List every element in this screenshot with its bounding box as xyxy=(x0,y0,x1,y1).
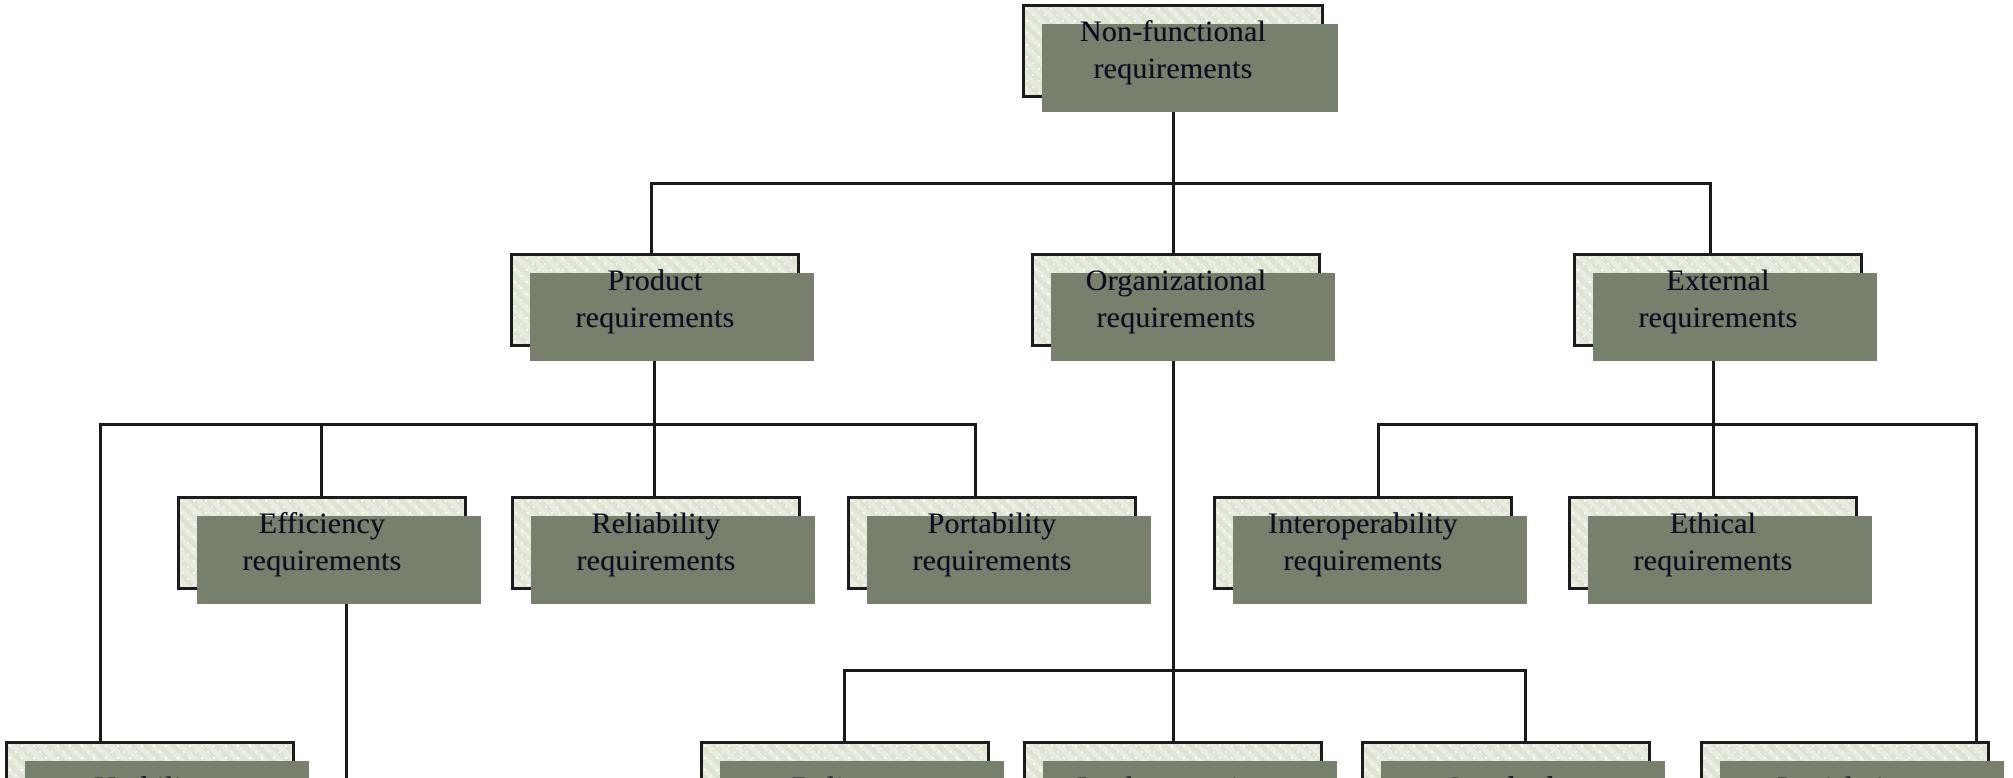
node-label-line-1: Portability xyxy=(927,507,1057,541)
connector-external-bus xyxy=(1377,423,1978,426)
connector-external-stem xyxy=(1712,347,1715,426)
node-label-line-2: requirements xyxy=(576,544,736,577)
connector-product-stem xyxy=(653,347,656,426)
node-standards-requirements[interactable]: Standards xyxy=(1361,741,1665,778)
connector-to-standards xyxy=(1524,669,1527,743)
connector-to-interoperability xyxy=(1377,423,1380,498)
node-shadow xyxy=(531,516,815,604)
node-label-line-1: Implementation xyxy=(1077,770,1270,778)
node-implementation-requirements[interactable]: Implementation xyxy=(1023,741,1337,778)
connector-level1-bus xyxy=(650,182,1712,185)
node-shadow xyxy=(867,516,1151,604)
node-label-line-1: Delivery xyxy=(792,770,899,778)
connector-product-bus xyxy=(99,423,977,426)
node-efficiency-requirements[interactable]: Efficiency requirements xyxy=(177,496,481,604)
node-label-line-1: Ethical xyxy=(1669,507,1757,541)
node-shadow xyxy=(1720,761,2004,778)
node-usability-requirements[interactable]: Usability xyxy=(5,741,309,778)
node-shadow xyxy=(1233,516,1527,604)
node-label-line-2: requirements xyxy=(912,544,1072,577)
connector-to-legislative xyxy=(1975,423,1978,743)
node-label-line-1: Interoperability xyxy=(1268,507,1458,541)
node-label-line-2: requirements xyxy=(1283,544,1443,577)
connector-to-product xyxy=(650,182,653,255)
node-shadow xyxy=(1593,273,1877,361)
node-shadow xyxy=(1043,761,1337,778)
node-shadow xyxy=(25,761,309,778)
node-portability-requirements[interactable]: Portability requirements xyxy=(847,496,1151,604)
connector-to-delivery xyxy=(843,669,846,743)
connector-organizational-stem xyxy=(1172,347,1175,743)
node-shadow xyxy=(1381,761,1665,778)
node-shadow xyxy=(1051,273,1335,361)
node-shadow xyxy=(197,516,481,604)
node-ethical-requirements[interactable]: Ethical requirements xyxy=(1568,496,1872,604)
node-legislative-requirements[interactable]: Legislative xyxy=(1700,741,2004,778)
connector-to-portability xyxy=(974,423,977,498)
node-label-line-1: Legislative xyxy=(1777,770,1913,778)
node-interoperability-requirements[interactable]: Interoperability requirements xyxy=(1213,496,1527,604)
connector-to-reliability xyxy=(653,423,656,498)
node-label-line-2: requirements xyxy=(1633,544,1793,577)
node-label-line-2: requirements xyxy=(1096,301,1256,334)
node-organizational-requirements[interactable]: Organizational requirements xyxy=(1031,253,1335,361)
node-label-line-1: Reliability xyxy=(591,507,721,541)
connector-organizational-bus xyxy=(843,669,1527,672)
connector-to-external xyxy=(1709,182,1712,255)
node-label-line-2: requirements xyxy=(575,301,735,334)
node-label-line-2: requirements xyxy=(242,544,402,577)
node-label-line-2: requirements xyxy=(1093,52,1253,85)
node-external-requirements[interactable]: External requirements xyxy=(1573,253,1877,361)
node-label-line-1: Standards xyxy=(1446,770,1566,778)
node-label-line-1: Organizational xyxy=(1085,264,1267,298)
node-reliability-requirements[interactable]: Reliability requirements xyxy=(511,496,815,604)
node-shadow xyxy=(1042,24,1338,112)
node-shadow xyxy=(530,273,814,361)
node-label-line-2: requirements xyxy=(1638,301,1798,334)
node-label-line-1: Non-functional xyxy=(1079,15,1267,49)
node-non-functional-requirements[interactable]: Non-functional requirements xyxy=(1022,4,1338,112)
node-product-requirements[interactable]: Product requirements xyxy=(510,253,814,361)
connector-efficiency-stem xyxy=(345,590,348,778)
connector-to-efficiency xyxy=(320,423,323,498)
connector-to-usability xyxy=(99,423,102,743)
node-shadow xyxy=(1588,516,1872,604)
node-label-line-1: Efficiency xyxy=(258,507,386,541)
node-shadow xyxy=(720,761,1004,778)
node-label-line-1: Usability xyxy=(94,770,206,778)
node-label-line-1: Product xyxy=(607,264,703,298)
node-delivery-requirements[interactable]: Delivery xyxy=(700,741,1004,778)
connector-root-stem xyxy=(1172,98,1175,253)
connector-to-ethical xyxy=(1712,423,1715,498)
node-label-line-1: External xyxy=(1666,264,1770,298)
